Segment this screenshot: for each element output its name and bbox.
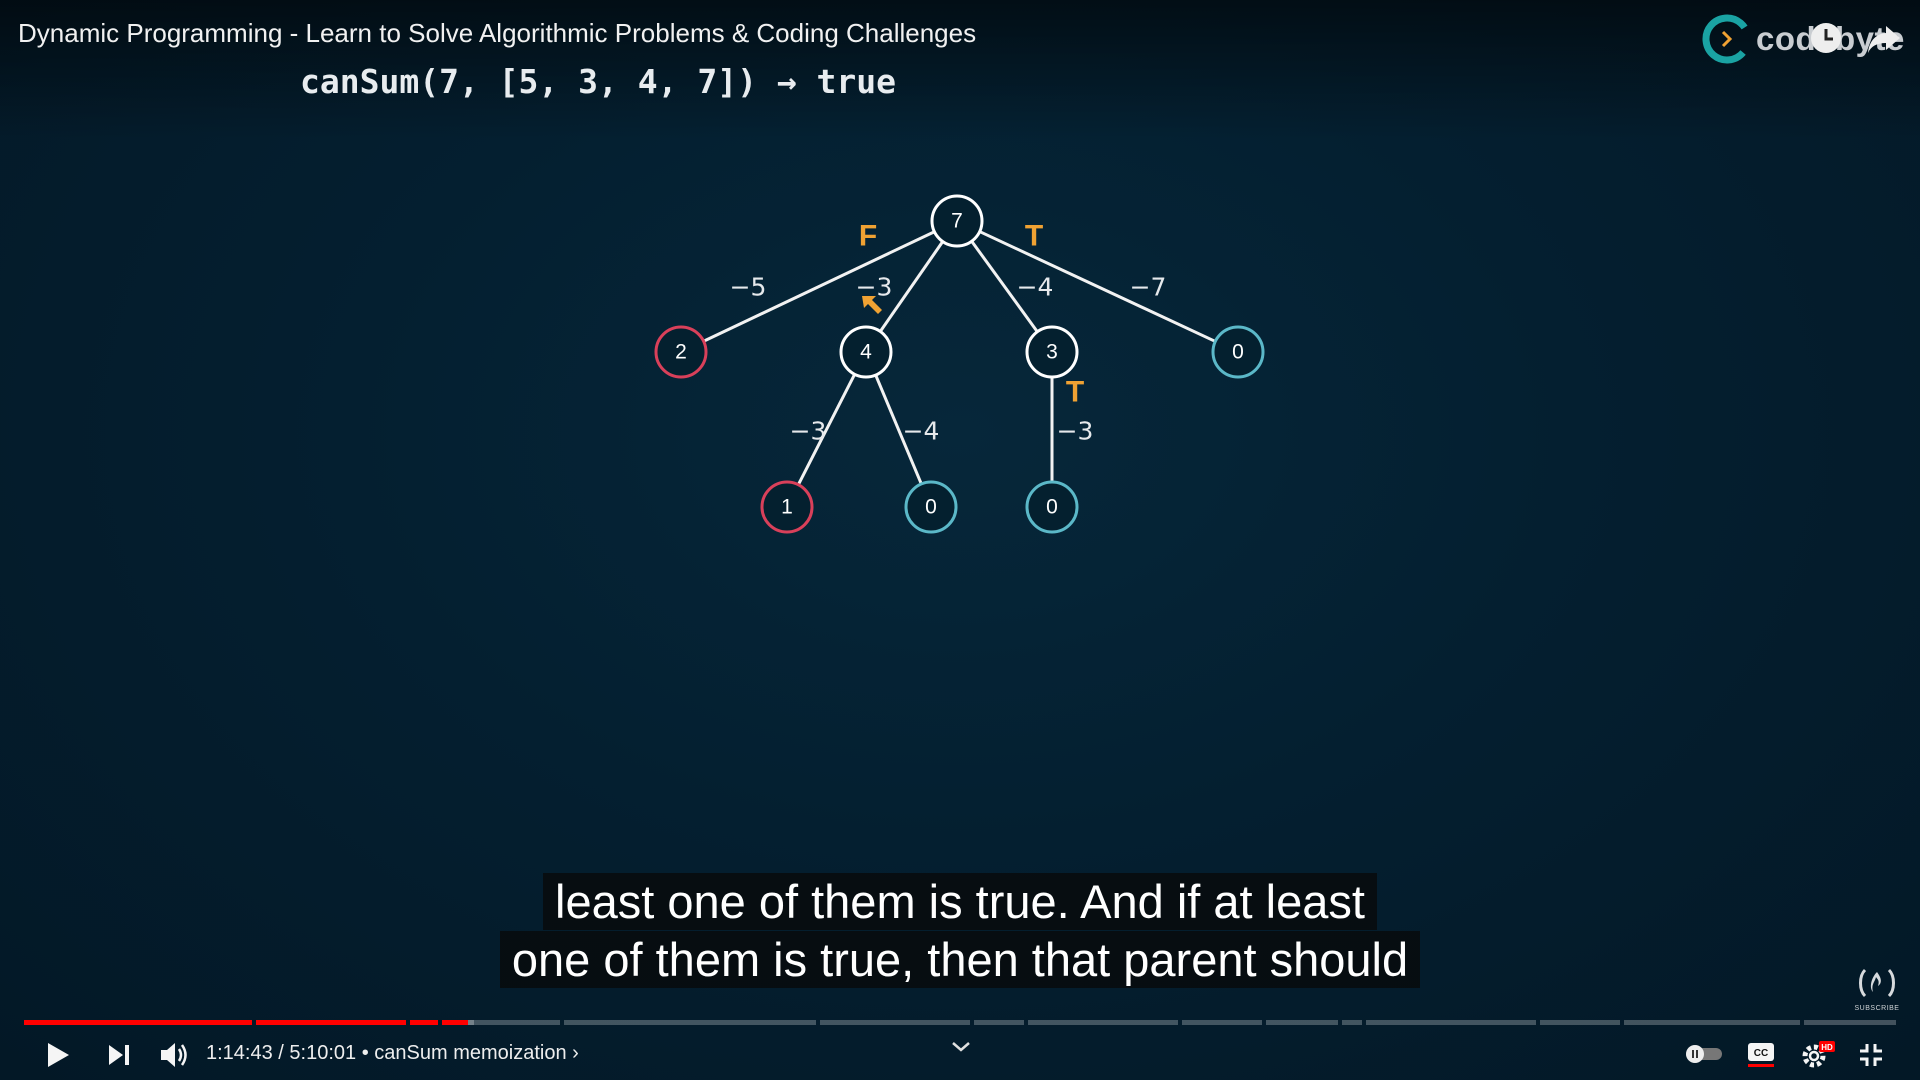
- chevron-down-icon[interactable]: [950, 1040, 972, 1054]
- svg-text:HD: HD: [1821, 1043, 1833, 1052]
- tree-edge-label: −3: [790, 417, 827, 446]
- tree-edge-label: −4: [903, 417, 940, 446]
- watch-later-icon[interactable]: [1808, 20, 1844, 56]
- progress-segment: [468, 1020, 474, 1025]
- code-line: canSum(7, [5, 3, 4, 7]) → true: [300, 62, 897, 101]
- captions-icon[interactable]: CC: [1746, 1041, 1776, 1067]
- play-icon[interactable]: [44, 1040, 72, 1070]
- tree-result-label: F: [859, 220, 877, 253]
- chapter-title[interactable]: canSum memoization: [374, 1042, 567, 1064]
- settings-icon[interactable]: HD: [1800, 1039, 1836, 1069]
- tree-node: [1025, 480, 1079, 534]
- volume-icon[interactable]: [158, 1041, 190, 1069]
- tree-node: [1211, 325, 1265, 379]
- pointer-cursor-icon: [862, 296, 882, 314]
- caption-line-1: least one of them is true. And if at lea…: [543, 873, 1377, 930]
- next-icon[interactable]: [106, 1042, 132, 1068]
- tree-edge-label: −7: [1130, 273, 1167, 302]
- tree-node-label: 7: [951, 210, 963, 233]
- tree-node-label: 0: [1046, 496, 1058, 519]
- autoplay-toggle[interactable]: [1684, 1043, 1724, 1065]
- tree-node-label: 0: [925, 496, 937, 519]
- progress-segment: [1266, 1020, 1338, 1025]
- tree-edge: [970, 240, 1039, 333]
- progress-segment: [1624, 1020, 1800, 1025]
- chapter-separator: •: [356, 1042, 375, 1064]
- chapter-chevron-icon[interactable]: ›: [572, 1042, 579, 1064]
- tree-edge-label: −5: [730, 273, 767, 302]
- captions: least one of them is true. And if at lea…: [0, 873, 1920, 989]
- tree-edge: [879, 240, 944, 333]
- progress-segment: [1028, 1020, 1178, 1025]
- tree-node-label: 1: [781, 496, 793, 519]
- time-total: 5:10:01: [289, 1042, 357, 1064]
- video-title[interactable]: Dynamic Programming - Learn to Solve Alg…: [18, 18, 977, 48]
- subscribe-label: SUBSCRIBE: [1854, 1005, 1900, 1012]
- tree-node: [654, 325, 708, 379]
- progress-segment: [474, 1020, 560, 1025]
- subscribe-badge[interactable]: SUBSCRIBE: [1854, 966, 1900, 1012]
- top-gradient: [0, 0, 1920, 140]
- progress-segment: [24, 1020, 252, 1025]
- tree-node: [930, 194, 984, 248]
- tree-edge: [874, 374, 923, 485]
- svg-text:CC: CC: [1754, 1048, 1768, 1059]
- progress-segment: [564, 1020, 816, 1025]
- tree-node-label: 3: [1046, 341, 1058, 364]
- progress-segment: [410, 1020, 438, 1025]
- progress-segment: [974, 1020, 1024, 1025]
- tree-node: [760, 480, 814, 534]
- tree-result-label: T: [1025, 220, 1043, 253]
- time-display: 1:14:43 / 5:10:01 • canSum memoization ›: [206, 1042, 579, 1065]
- progress-segment: [1366, 1020, 1536, 1025]
- tree-node-label: 0: [1232, 341, 1244, 364]
- progress-segment: [256, 1020, 406, 1025]
- tree-node: [839, 325, 893, 379]
- exit-fullscreen-icon[interactable]: [1858, 1042, 1884, 1068]
- tree-node-label: 2: [675, 341, 687, 364]
- progress-segment: [820, 1020, 970, 1025]
- time-separator: /: [272, 1042, 290, 1064]
- tree-edge-label: −4: [1017, 273, 1054, 302]
- time-current: 1:14:43: [206, 1042, 273, 1064]
- tree-node: [1025, 325, 1079, 379]
- share-icon[interactable]: [1866, 22, 1902, 56]
- brand-logo-icon: [1702, 14, 1752, 64]
- tree-edge: [979, 230, 1216, 343]
- tree-edge: [797, 373, 856, 486]
- progress-segment: [1804, 1020, 1896, 1025]
- caption-line-2: one of them is true, then that parent sh…: [499, 931, 1421, 988]
- tree-edge: [702, 230, 936, 343]
- tree-node-label: 4: [860, 341, 872, 364]
- progress-segment: [1182, 1020, 1262, 1025]
- progress-segment: [442, 1020, 468, 1025]
- progress-bar[interactable]: [24, 1020, 1896, 1025]
- progress-segment: [1342, 1020, 1362, 1025]
- freecodecamp-icon: [1859, 968, 1895, 998]
- tree-node: [904, 480, 958, 534]
- tree-result-label: T: [1066, 376, 1084, 409]
- progress-segment: [1540, 1020, 1620, 1025]
- tree-edge-label: −3: [1057, 417, 1094, 446]
